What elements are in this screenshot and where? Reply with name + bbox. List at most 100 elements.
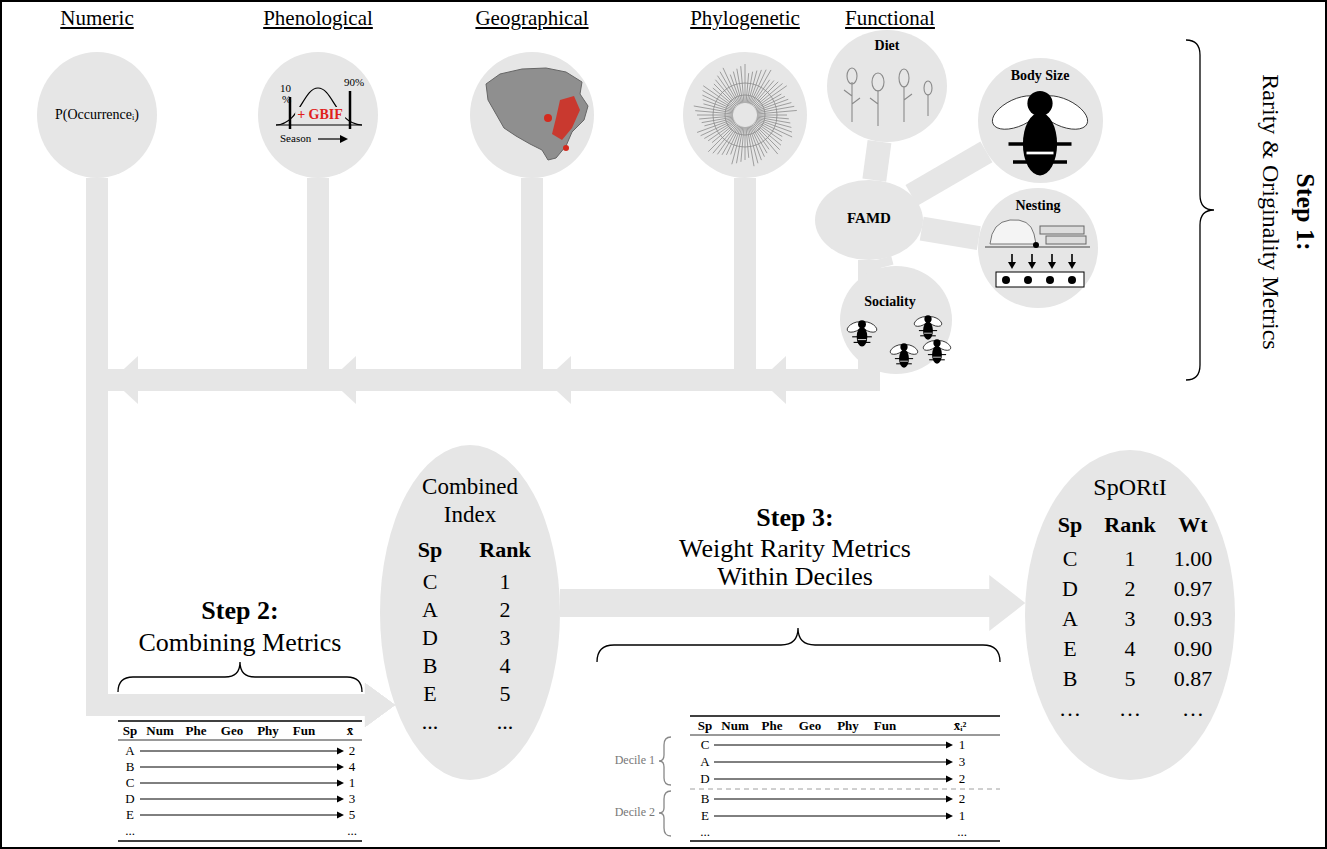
- flower-head: [924, 81, 932, 95]
- bee-leg: [928, 354, 946, 355]
- bee-body: [923, 322, 933, 340]
- quantile-tick: [349, 91, 352, 129]
- step-title: Step 3:: [756, 503, 833, 533]
- table-cell: 2: [959, 771, 966, 786]
- bee-leg: [854, 342, 871, 343]
- row-arrow: [140, 815, 338, 816]
- table-cell: E: [1063, 636, 1076, 661]
- metric-heading: Phylogenetic: [690, 6, 800, 30]
- table-cell: A: [422, 597, 438, 622]
- tree-branch: [757, 110, 797, 113]
- tree-branch: [732, 127, 742, 165]
- table-cell: A: [1062, 606, 1078, 631]
- tree-branch: [756, 119, 792, 132]
- tree-branch: [757, 117, 790, 123]
- table-cell: 0.97: [1174, 576, 1213, 601]
- nest-cavity: [996, 272, 1084, 287]
- table-cell: 3: [959, 754, 966, 769]
- nest-arrow: [1071, 254, 1073, 264]
- flow-connector: [97, 178, 395, 727]
- tree-branch: [757, 118, 792, 127]
- nest-arrow: [1011, 254, 1013, 264]
- flower-head: [899, 69, 909, 87]
- table-cell: C: [423, 569, 438, 594]
- tree-branch: [745, 64, 746, 103]
- table-cell: 2: [349, 743, 356, 758]
- bee-leg: [1013, 160, 1067, 164]
- brood-cell: [1046, 276, 1054, 284]
- index-title: SpORtI: [1093, 474, 1166, 502]
- table-header: Wt: [1178, 512, 1207, 537]
- tree-branch: [733, 72, 742, 104]
- bee-wing: [889, 343, 906, 357]
- step-title: Step 1:: [1290, 173, 1320, 250]
- tree-branch: [748, 127, 758, 164]
- trait-label: Nesting: [1015, 198, 1060, 214]
- tree-branch: [747, 127, 754, 166]
- tree-ring: [725, 95, 765, 135]
- table-rule: [690, 735, 1000, 736]
- tree-branch: [741, 66, 744, 103]
- range-map: [486, 68, 588, 160]
- table-cell: 5: [500, 681, 511, 706]
- log: [1046, 236, 1086, 244]
- table-header: Phe: [762, 718, 783, 734]
- bee-silhouettes: [846, 89, 1093, 368]
- tree-branch: [752, 80, 770, 105]
- tree-branch: [750, 70, 766, 104]
- tree-branch: [752, 125, 769, 150]
- continent: [486, 68, 588, 160]
- table-cell: 0.87: [1174, 666, 1213, 691]
- table-cell: D: [422, 625, 438, 650]
- log: [1040, 226, 1084, 234]
- table-cell: E: [423, 681, 436, 706]
- step-brace: [118, 662, 362, 692]
- flower-head: [872, 73, 884, 91]
- nest-arrow: [1051, 254, 1053, 264]
- trait-circle: Diet: [827, 30, 947, 142]
- table-header: Sp: [418, 537, 442, 562]
- table-cell: D: [700, 771, 709, 786]
- row-arrowhead: [946, 776, 953, 783]
- tree-branch: [757, 116, 789, 119]
- table-cell: 3: [1125, 606, 1136, 631]
- table-cell: 3: [500, 625, 511, 650]
- trait-circle: Body Size: [978, 58, 1103, 183]
- row-arrow: [140, 783, 338, 784]
- percent-label: %: [282, 93, 291, 106]
- table-cell: ...: [957, 824, 967, 839]
- index-ellipse: Combined IndexSpRankC1A2D3B4E5......: [380, 445, 560, 780]
- flow-band: [912, 152, 987, 195]
- table-cell: ...: [125, 823, 135, 838]
- row-arrowhead: [337, 748, 344, 755]
- axis-label: Season: [280, 132, 311, 145]
- tree-branch: [726, 126, 740, 155]
- table-cell: 0.93: [1174, 606, 1213, 631]
- tree-branch: [730, 75, 741, 104]
- tree-branch: [757, 106, 794, 113]
- row-arrow: [140, 751, 338, 752]
- row-arrowhead: [337, 796, 344, 803]
- decile-label: Decile 1: [615, 754, 655, 768]
- range-patch: [544, 114, 552, 122]
- node-shape: [470, 52, 594, 178]
- nesting-sketch: [985, 220, 1090, 287]
- percent-label: 90%: [344, 76, 364, 89]
- tree-branch: [699, 116, 733, 119]
- flow-connector: [912, 152, 987, 195]
- table-cell: E: [701, 808, 709, 823]
- table-header: Phy: [257, 723, 279, 739]
- bee-wing: [860, 320, 879, 335]
- tree-branch: [737, 69, 743, 103]
- flow-connector: [874, 142, 879, 181]
- trait-label: Body Size: [1011, 68, 1070, 84]
- tree-branch: [754, 84, 782, 108]
- node-shape: [37, 52, 157, 178]
- tree-branch: [757, 103, 792, 112]
- bee-head: [858, 320, 866, 328]
- bee-leg: [920, 335, 936, 336]
- bee-stripe: [900, 361, 908, 362]
